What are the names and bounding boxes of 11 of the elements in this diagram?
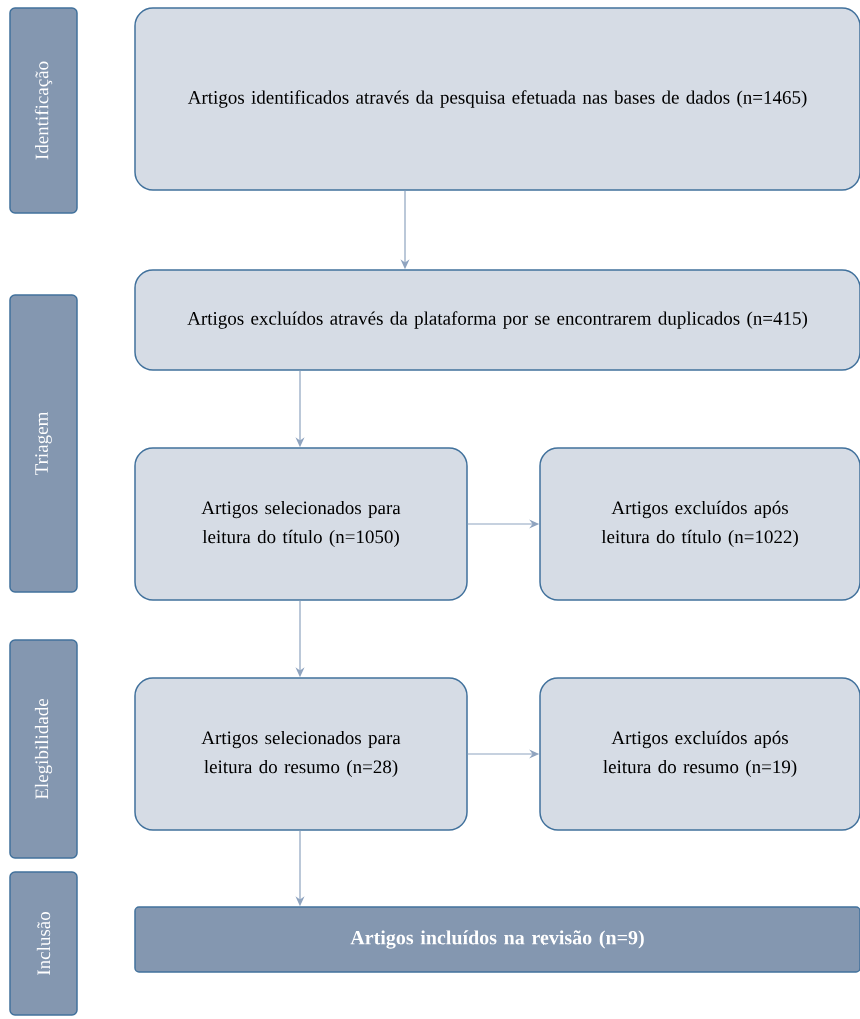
stage-band: Identificação xyxy=(9,7,78,214)
process-box: Artigos selecionados para leitura do resumo (n=28) xyxy=(134,677,468,831)
stage-band: Triagem xyxy=(9,294,78,593)
process-box: Artigos excluídos após leitura do resumo (n=19) xyxy=(539,677,860,831)
stage-band: Elegibilidade xyxy=(9,639,78,859)
stage-band: Inclusão xyxy=(9,871,78,1016)
result-box: Artigos incluídos na revisão (n=9) xyxy=(134,906,860,973)
process-box: Artigos excluídos através da plataforma por se encontrarem duplicados (n=415) xyxy=(134,269,860,371)
process-box: Artigos identificados através da pesquisa efetuada nas bases de dados (n=1465) xyxy=(134,7,860,191)
process-box: Artigos selecionados para leitura do título (n=1050) xyxy=(134,447,468,601)
process-box: Artigos excluídos após leitura do título (n=1022) xyxy=(539,447,860,601)
